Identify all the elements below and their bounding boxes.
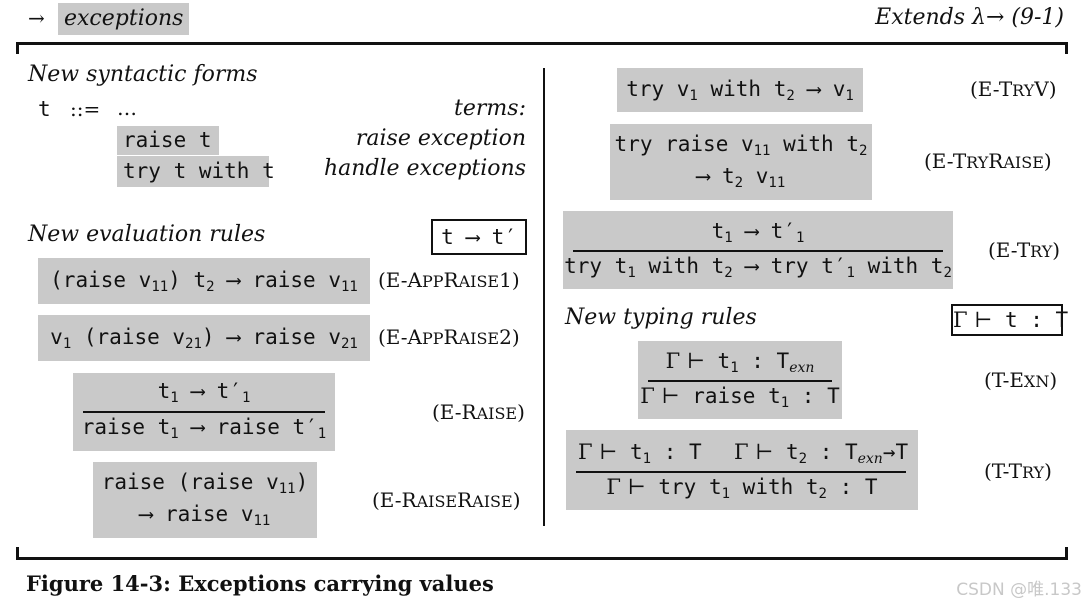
syntax-try-form: try t with t — [117, 156, 275, 187]
syntax-heading: New syntactic forms — [28, 62, 258, 87]
eval-judgment: t ⟶ t′ — [441, 225, 517, 249]
bottom-rule-left-tick — [16, 547, 19, 559]
texn-conclusion: Γ ⊢ raise t1 : T — [640, 384, 840, 411]
syntax-raise-desc: raise exception — [355, 126, 526, 151]
watermark: CSDN @唯.133 — [956, 580, 1082, 600]
texn-premise: Γ ⊢ t1 : Texn — [665, 349, 815, 376]
figure-caption: Figure 14-3: Exceptions carrying values — [26, 571, 494, 596]
rule-ttry-label: (T-TRY) — [984, 459, 1052, 483]
bottom-rule — [16, 557, 1068, 560]
ttry-premise1: Γ ⊢ t1 : T — [578, 440, 702, 467]
tryv-text: try v1 with t2 ⟶ v1 — [626, 76, 854, 104]
rule-tryraise-label: (E-TRYRAISE) — [924, 149, 1052, 173]
bottom-rule-right-tick — [1065, 547, 1068, 559]
eval-heading: New evaluation rules — [28, 222, 266, 247]
rule-appraise2-label: (E-APPRAISE2) — [378, 325, 520, 349]
appraise2-text: v1 (raise v21) ⟶ raise v21 — [50, 324, 358, 352]
rule-appraise1-label: (E-APPRAISE1) — [378, 268, 520, 292]
raiseraise-line2: ⟶ raise v11 — [139, 502, 271, 529]
rule-texn-label: (T-EXN) — [984, 368, 1058, 392]
eval-judgment-box: t ⟶ t′ — [431, 219, 527, 255]
top-rule-left-tick — [16, 42, 19, 54]
rule-try-box: t1 ⟶ t′1 try t1 with t2 ⟶ try t′1 with t… — [563, 211, 953, 289]
raise-premise: t1 ⟶ t′1 — [157, 379, 251, 406]
try-premise: t1 ⟶ t′1 — [711, 219, 805, 246]
raise-fraction-line — [83, 411, 325, 413]
typing-judgment-box: Γ ⊢ t : T — [951, 304, 1068, 336]
header-title: exceptions — [58, 3, 190, 35]
try-conclusion: try t1 with t2 ⟶ try t′1 with t2 — [564, 254, 952, 281]
raiseraise-line1: raise (raise v11) — [101, 470, 309, 497]
ttry-conclusion: Γ ⊢ try t1 with t2 : T — [606, 475, 878, 502]
typing-judgment: Γ ⊢ t : T — [953, 308, 1069, 332]
top-rule — [16, 42, 1068, 45]
syntax-terms-label: terms: — [454, 96, 526, 121]
typing-heading: New typing rules — [565, 305, 757, 330]
header-extends: Extends λ→ (9-1) — [875, 5, 1064, 30]
rule-appraise2-term: v1 (raise v21) ⟶ raise v21 — [38, 315, 370, 361]
try-fraction-line — [573, 250, 943, 252]
syntax-defn: ::= — [70, 97, 101, 121]
rule-raiseraise-box: raise (raise v11) ⟶ raise v11 — [93, 462, 317, 538]
rule-ttry-box: Γ ⊢ t1 : T Γ ⊢ t2 : Texn→T Γ ⊢ try t1 wi… — [566, 430, 918, 510]
top-rule-right-tick — [1065, 42, 1068, 54]
appraise1-text: (raise v11) t2 ⟶ raise v11 — [50, 267, 358, 295]
tryraise-line2: ⟶ t2 v11 — [696, 164, 786, 191]
ttry-fraction-line — [576, 471, 906, 473]
ttry-premise2: Γ ⊢ t2 : Texn→T — [734, 440, 909, 467]
rule-try-label: (E-TRY) — [988, 238, 1061, 262]
syntax-try-desc: handle exceptions — [323, 156, 526, 181]
rule-raiseraise-label: (E-RAISERAISE) — [372, 488, 521, 512]
header-arrow: → — [28, 6, 45, 30]
raise-conclusion: raise t1 ⟶ raise t′1 — [81, 415, 327, 442]
tryraise-line1: try raise v11 with t2 — [614, 132, 868, 159]
rule-tryraise-box: try raise v11 with t2 ⟶ t2 v11 — [610, 124, 872, 200]
rule-raise-label: (E-RAISE) — [432, 400, 525, 424]
texn-fraction-line — [648, 380, 832, 382]
rule-tryv-label: (E-TRYV) — [970, 77, 1057, 101]
rule-texn-box: Γ ⊢ t1 : Texn Γ ⊢ raise t1 : T — [638, 341, 842, 419]
syntax-raise-form: raise t — [117, 126, 219, 155]
syntax-dots: … — [117, 96, 137, 120]
rule-tryv-term: try v1 with t2 ⟶ v1 — [617, 68, 863, 112]
rule-appraise1-term: (raise v11) t2 ⟶ raise v11 — [38, 258, 370, 304]
syntax-t: t — [38, 97, 51, 121]
column-divider — [543, 68, 545, 526]
rule-raise-box: t1 ⟶ t′1 raise t1 ⟶ raise t′1 — [73, 373, 335, 451]
